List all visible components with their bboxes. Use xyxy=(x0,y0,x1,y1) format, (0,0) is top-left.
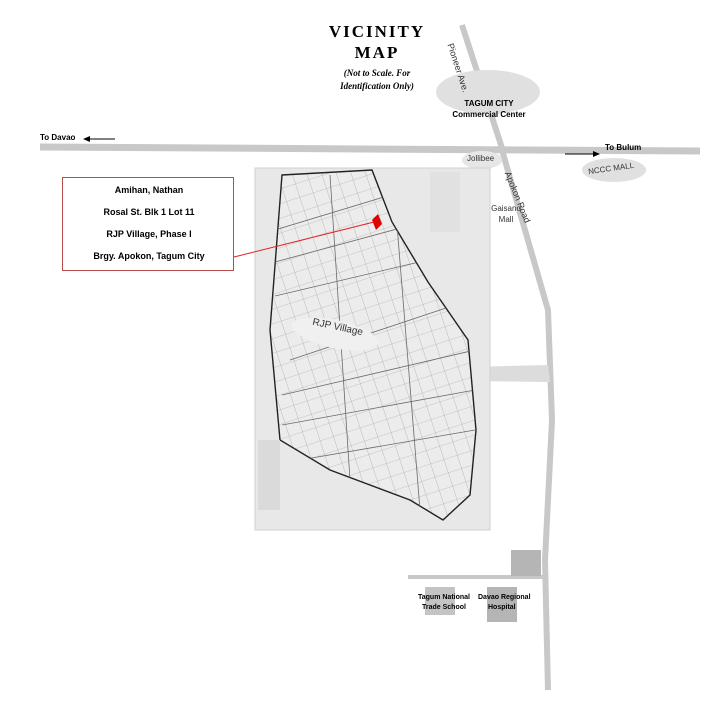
school-label-line2: Trade School xyxy=(422,604,466,611)
map-title-line1: VICINITY xyxy=(328,22,426,41)
school-label-line1: Tagum National xyxy=(418,594,470,601)
to-davao-label: To Davao xyxy=(40,133,76,142)
commercial-center-label-line1: TAGUM CITY xyxy=(464,99,514,108)
building-block xyxy=(511,550,541,576)
jollibee-label: Jollibee xyxy=(467,154,495,163)
subdivision-plan xyxy=(254,167,491,531)
arrow-right-icon xyxy=(565,151,600,157)
commercial-center-label-line2: Commercial Center xyxy=(452,110,526,119)
highway-road xyxy=(39,143,701,155)
hospital-label-line1: Davao Regional xyxy=(478,594,531,601)
map-title-line2: MAP xyxy=(354,43,400,62)
owner-name: Amihan, Nathan xyxy=(114,185,184,195)
apokon-road xyxy=(499,149,556,691)
nccc-mall-area xyxy=(582,158,646,182)
commercial-center-area xyxy=(436,70,540,114)
map-subtitle-line1: (Not to Scale. For xyxy=(343,68,411,78)
hospital-label-line2: Hospital xyxy=(488,604,516,611)
map-subtitle-line2: Identification Only) xyxy=(340,81,414,91)
owner-barangay: Brgy. Apokon, Tagum City xyxy=(93,251,205,261)
arrow-left-icon xyxy=(83,136,115,142)
hospital-building xyxy=(487,587,517,622)
leader-line xyxy=(233,221,375,258)
owner-address: Rosal St. Blk 1 Lot 11 xyxy=(103,207,195,217)
owner-info-box: Amihan, Nathan Rosal St. Blk 1 Lot 11 RJ… xyxy=(62,177,234,271)
gaisano-label-line2: Mall xyxy=(498,215,514,224)
village-road-label-area xyxy=(291,317,379,351)
owner-village: RJP Village, Phase I xyxy=(106,229,192,239)
gaisano-label-line1: Gaisano xyxy=(491,204,521,213)
jollibee-area xyxy=(462,151,502,169)
lot-marker xyxy=(372,214,382,230)
to-bulum-label: To Bulum xyxy=(605,143,642,152)
school-building xyxy=(425,587,455,615)
